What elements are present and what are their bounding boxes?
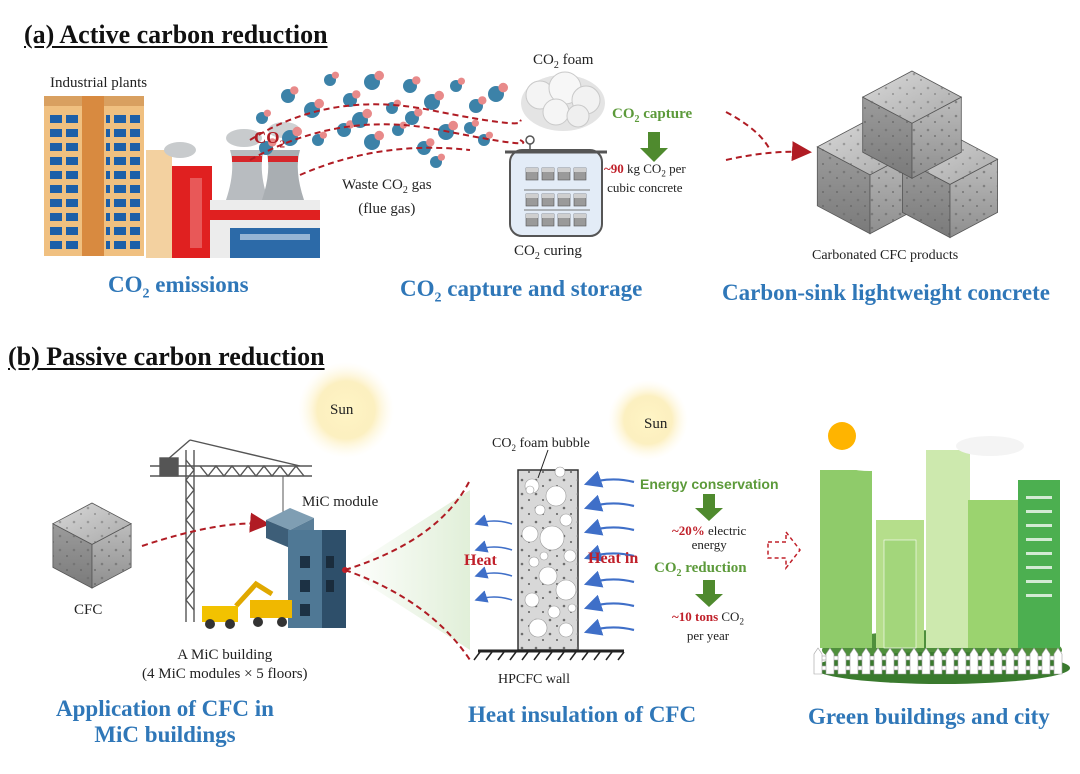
flue-gas-arrows [249, 103, 525, 176]
green-city-illustration [813, 422, 1070, 684]
capture-amount-label: ~90 kg CO2 per cubic concrete [604, 161, 686, 195]
hpcfc-wall-label: HPCFC wall [498, 672, 570, 687]
panel-a-heading: (a) Active carbon reduction [24, 20, 328, 49]
industrial-plants-illustration [44, 96, 320, 258]
caption-mic-application: Application of CFC in MiC buildings [56, 696, 274, 747]
caption-green-city: Green buildings and city [808, 704, 1050, 729]
sun-left-glow [298, 362, 394, 458]
mic-module-label: MiC module [302, 494, 379, 510]
arrow-cfc-to-module [141, 512, 270, 547]
zoom-cone [345, 490, 470, 650]
energy-down-arrow [695, 494, 723, 521]
mic-building [266, 508, 348, 628]
cfc-cube [52, 502, 132, 589]
co2-curing-label: CO2 curing [514, 243, 582, 262]
co2-curing-chamber [505, 135, 607, 237]
caption-capture-storage: CO2 capture and storage [400, 276, 643, 306]
industrial-plants-label: Industrial plants [50, 75, 148, 91]
reduction-down-arrow [695, 580, 723, 607]
foam-bubble-label: CO2 foam bubble [492, 436, 590, 453]
co2-capture-label: CO2 capture [612, 106, 693, 125]
sun-left-label: Sun [330, 402, 354, 418]
caption-carbon-sink-concrete: Carbon-sink lightweight concrete [722, 280, 1050, 305]
sun-right-label: Sun [644, 416, 668, 432]
co2-foam-label: CO2 foam [533, 52, 594, 71]
co2-foam-illustration [521, 71, 605, 131]
carbonated-products-label: Carbonated CFC products [812, 248, 959, 263]
sun-right-glow [608, 380, 688, 460]
caption-heat-insulation: Heat insulation of CFC [468, 702, 697, 727]
cfc-label: CFC [74, 602, 103, 618]
carbonated-cfc-cubes [816, 70, 999, 239]
construction-vehicles [202, 580, 292, 629]
heat-arrows-in [583, 470, 635, 636]
energy-conservation-title: Energy conservation [640, 476, 779, 492]
waste-gas-label: Waste CO2 gas (flue gas) [342, 177, 432, 217]
co2-molecule-cloud [256, 70, 509, 168]
tower-crane [150, 439, 312, 622]
zoom-curve-bottom [344, 569, 471, 661]
mic-building-label: A MiC building (4 MiC modules × 5 floors… [142, 647, 308, 682]
bubble-pointer [537, 449, 549, 479]
heat-arrows-out [474, 514, 513, 603]
arrow-to-green-city [767, 529, 801, 571]
heat-out-label: Heat [464, 552, 497, 569]
co2-reduction-amount: ~10 tons CO2 per year [672, 609, 744, 643]
energy-saving-label: ~20% electric energy [672, 523, 747, 552]
capture-down-arrow [640, 132, 668, 162]
co2-reduction-title: CO2 reduction [654, 560, 747, 579]
hpcfc-wall [473, 466, 625, 661]
arrow-to-products [725, 111, 808, 160]
zoom-curve-top [344, 479, 471, 571]
panel-b-heading: (b) Passive carbon reduction [8, 342, 325, 371]
caption-co2-emissions: CO2 emissions [108, 272, 249, 302]
co2-cloud-label: CO2 [254, 128, 285, 151]
heat-in-label: Heat in [588, 550, 639, 567]
